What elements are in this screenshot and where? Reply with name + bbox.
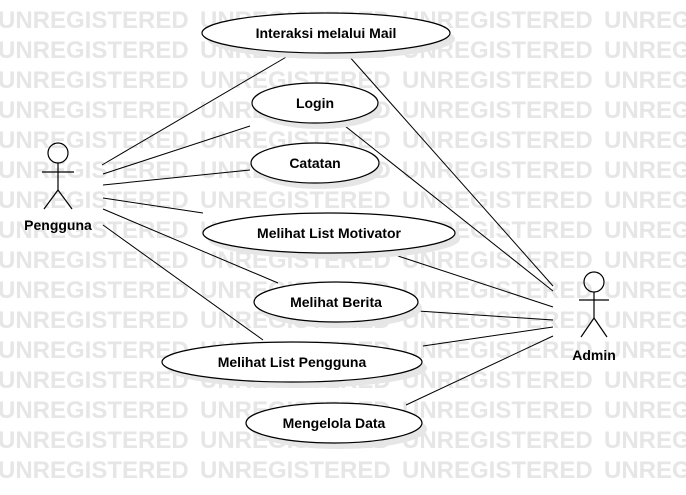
use-case-label: Melihat List Motivator (257, 225, 401, 241)
svg-text:UNREGISTERED: UNREGISTERED (402, 367, 593, 394)
svg-text:UNREGISTERED: UNREGISTERED (402, 427, 593, 454)
use-case-mengelola-data[interactable]: Mengelola Data (245, 402, 427, 449)
watermark-row: UNREGISTERED UNREGISTERED UNREGISTERED U… (0, 427, 686, 454)
watermark-row: UNREGISTERED UNREGISTERED UNREGISTERED U… (0, 277, 686, 304)
svg-text:UNREGISTERED: UNREGISTERED (604, 337, 686, 364)
association-pengguna-list-pengguna (102, 224, 264, 341)
svg-text:UNREGISTERED: UNREGISTERED (604, 277, 686, 304)
use-case-list-pengguna[interactable]: Melihat List Pengguna (161, 341, 427, 388)
svg-text:UNREGISTERED: UNREGISTERED (0, 427, 189, 454)
association-pengguna-login (102, 125, 251, 175)
svg-text:UNREGISTERED: UNREGISTERED (0, 307, 189, 334)
actor-label: Admin (572, 347, 616, 363)
svg-text:UNREGISTERED: UNREGISTERED (0, 127, 189, 154)
svg-text:UNREGISTERED: UNREGISTERED (402, 67, 593, 94)
use-case-interaksi-mail[interactable]: Interaksi melalui Mail (201, 12, 455, 59)
svg-text:UNREGISTERED: UNREGISTERED (604, 427, 686, 454)
association-admin-interaksi-mail (347, 54, 554, 287)
svg-text:UNREGISTERED: UNREGISTERED (0, 397, 189, 424)
watermark-row: UNREGISTERED UNREGISTERED UNREGISTERED U… (0, 457, 686, 484)
svg-text:UNREGISTERED: UNREGISTERED (402, 397, 593, 424)
svg-text:UNREGISTERED: UNREGISTERED (604, 187, 686, 214)
svg-text:UNREGISTERED: UNREGISTERED (604, 7, 686, 34)
use-case-login[interactable]: Login (251, 82, 382, 129)
svg-text:UNREGISTERED: UNREGISTERED (402, 187, 593, 214)
svg-text:UNREGISTERED: UNREGISTERED (0, 337, 189, 364)
svg-text:UNREGISTERED: UNREGISTERED (604, 157, 686, 184)
association-pengguna-list-motivator (102, 197, 204, 214)
svg-text:UNREGISTERED: UNREGISTERED (604, 367, 686, 394)
svg-text:UNREGISTERED: UNREGISTERED (0, 157, 189, 184)
pengguna-associations (101, 55, 289, 341)
svg-text:UNREGISTERED: UNREGISTERED (402, 157, 593, 184)
svg-text:UNREGISTERED: UNREGISTERED (0, 217, 189, 244)
watermark-row: UNREGISTERED UNREGISTERED UNREGISTERED U… (0, 187, 686, 214)
use-case-label: Login (296, 95, 334, 111)
svg-text:UNREGISTERED: UNREGISTERED (402, 97, 593, 124)
association-admin-list-pengguna (422, 326, 554, 347)
association-admin-berita (417, 310, 554, 321)
stick-figure-icon (579, 271, 609, 338)
svg-text:UNREGISTERED: UNREGISTERED (604, 127, 686, 154)
use-case-label: Interaksi melalui Mail (256, 25, 397, 41)
use-case-label: Mengelola Data (283, 415, 386, 431)
svg-text:UNREGISTERED: UNREGISTERED (604, 67, 686, 94)
svg-text:UNREGISTERED: UNREGISTERED (402, 307, 593, 334)
actor-pengguna[interactable]: Pengguna (24, 142, 92, 233)
svg-text:UNREGISTERED: UNREGISTERED (604, 97, 686, 124)
svg-text:UNREGISTERED: UNREGISTERED (604, 217, 686, 244)
actor-admin[interactable]: Admin (572, 271, 616, 363)
svg-text:UNREGISTERED: UNREGISTERED (200, 187, 391, 214)
use-case-berita[interactable]: Melihat Berita (253, 281, 422, 328)
svg-text:UNREGISTERED: UNREGISTERED (0, 187, 189, 214)
watermark-row: UNREGISTERED UNREGISTERED UNREGISTERED U… (0, 307, 686, 334)
association-pengguna-catatan (102, 169, 251, 186)
svg-text:UNREGISTERED: UNREGISTERED (0, 277, 189, 304)
svg-text:UNREGISTERED: UNREGISTERED (402, 337, 593, 364)
svg-text:UNREGISTERED: UNREGISTERED (0, 67, 189, 94)
svg-text:UNREGISTERED: UNREGISTERED (604, 307, 686, 334)
svg-text:UNREGISTERED: UNREGISTERED (0, 37, 189, 64)
svg-text:UNREGISTERED: UNREGISTERED (402, 457, 593, 484)
use-case-list-motivator[interactable]: Melihat List Motivator (202, 212, 460, 259)
svg-text:UNREGISTERED: UNREGISTERED (402, 247, 593, 274)
use-case-catatan[interactable]: Catatan (250, 142, 383, 189)
svg-text:UNREGISTERED: UNREGISTERED (604, 397, 686, 424)
association-admin-list-motivator (397, 255, 554, 308)
svg-text:UNREGISTERED: UNREGISTERED (402, 127, 593, 154)
association-pengguna-berita (102, 208, 279, 284)
svg-text:UNREGISTERED: UNREGISTERED (0, 247, 189, 274)
svg-text:UNREGISTERED: UNREGISTERED (402, 277, 593, 304)
use-case-label: Catatan (289, 155, 340, 171)
association-admin-mengelola-data (405, 335, 554, 406)
svg-text:UNREGISTERED: UNREGISTERED (200, 457, 391, 484)
svg-text:UNREGISTERED: UNREGISTERED (604, 247, 686, 274)
watermark-row: UNREGISTERED UNREGISTERED UNREGISTERED U… (0, 247, 686, 274)
stick-figure-icon (42, 142, 74, 210)
svg-text:UNREGISTERED: UNREGISTERED (604, 37, 686, 64)
use-case-label: Melihat Berita (290, 294, 382, 310)
svg-text:UNREGISTERED: UNREGISTERED (604, 457, 686, 484)
association-admin-login (344, 125, 554, 292)
svg-text:UNREGISTERED: UNREGISTERED (0, 367, 189, 394)
actor-label: Pengguna (24, 217, 92, 233)
svg-text:UNREGISTERED: UNREGISTERED (0, 457, 189, 484)
use-case-label: Melihat List Pengguna (218, 354, 367, 370)
association-pengguna-interaksi-mail (101, 55, 289, 166)
svg-text:UNREGISTERED: UNREGISTERED (0, 97, 189, 124)
admin-associations (344, 54, 554, 406)
svg-text:UNREGISTERED: UNREGISTERED (0, 7, 189, 34)
